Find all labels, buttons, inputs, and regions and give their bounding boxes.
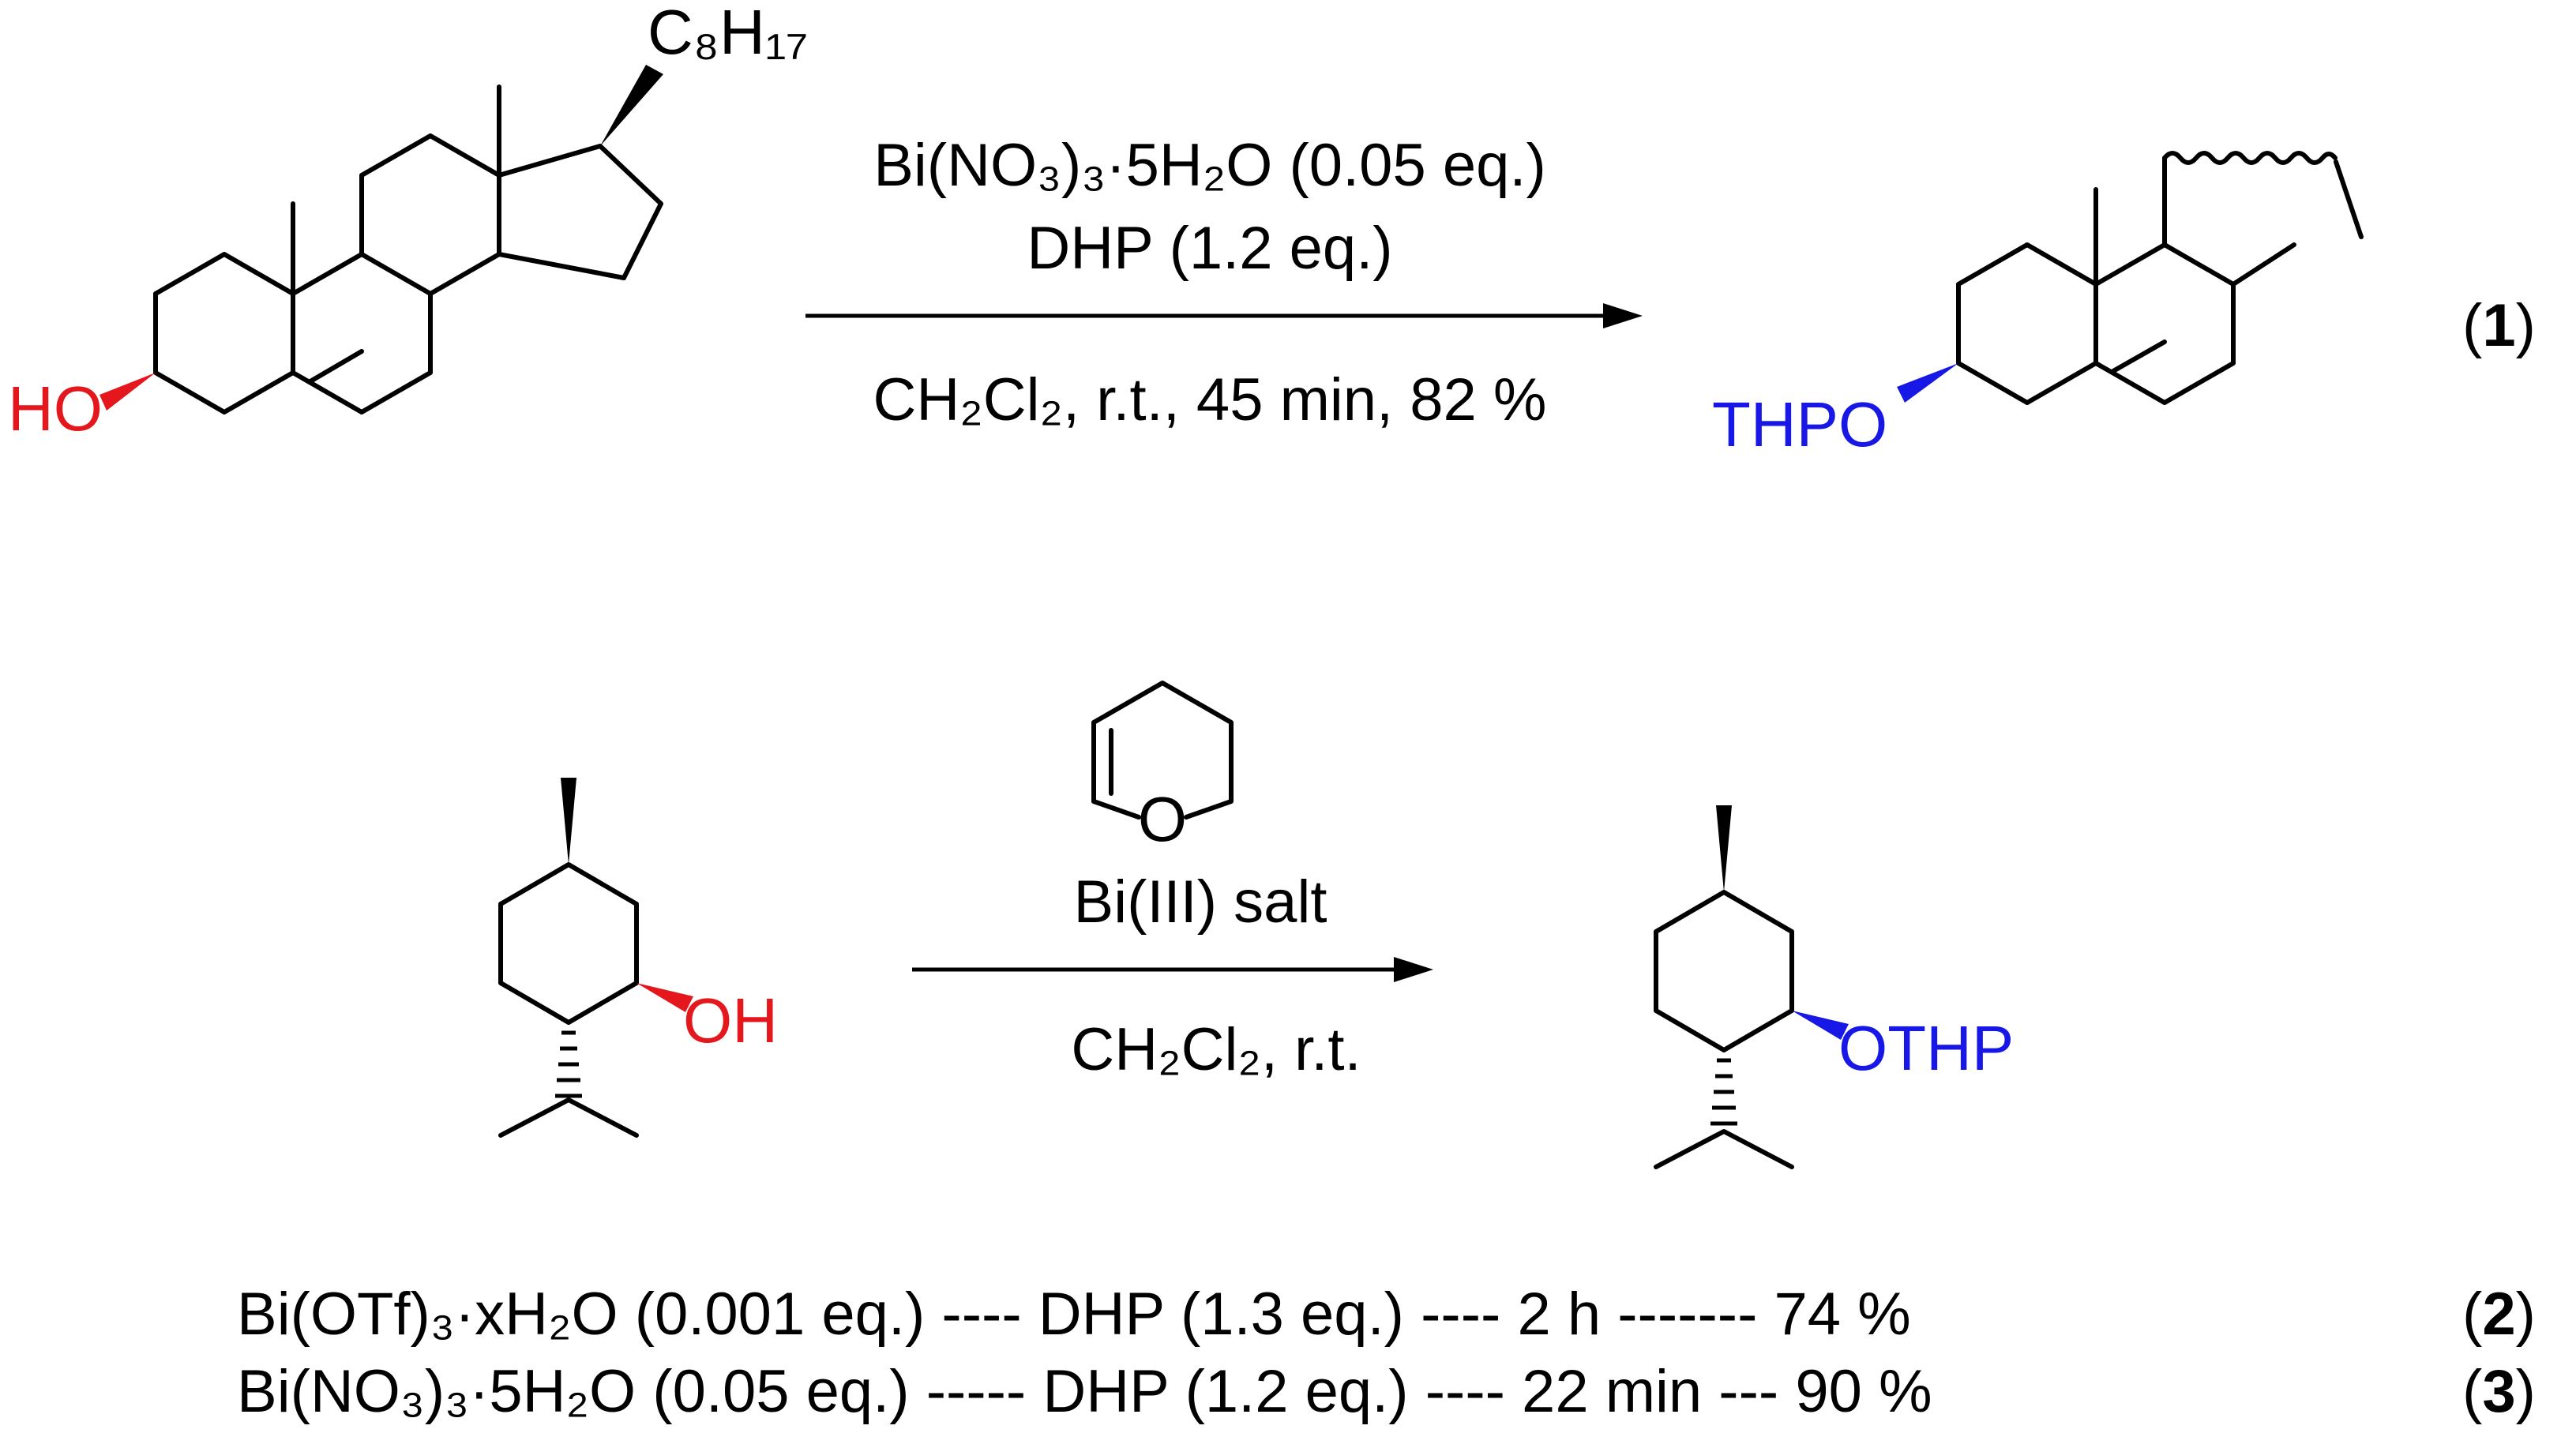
wedge-bond (561, 778, 576, 865)
cholesterol-structure (100, 65, 663, 415)
wedge-bond-blue (1792, 1011, 1849, 1040)
menthol-hydroxyl-label: OH (683, 985, 778, 1056)
wedge-bond-red (636, 983, 693, 1012)
dhp-structure (1091, 681, 1234, 820)
hashed-bond (1710, 1058, 1737, 1126)
thp-steroid-product (1897, 151, 2364, 405)
menthol-structure (498, 778, 693, 1138)
entry-line: Bi(OTf)₃·xH₂O (0.001 eq.) ---- DHP (1.3 … (237, 1281, 1911, 1348)
conditions-1: CH₂Cl₂, r.t., 45 min, 82 % (873, 366, 1546, 433)
wedge-bond (1716, 805, 1732, 892)
menthyl-thp-label: OTHP (1838, 1013, 2014, 1083)
equation-number: (3) (2462, 1358, 2536, 1425)
entry-line: Bi(NO₃)₃·5H₂O (0.05 eq.) ----- DHP (1.2 … (237, 1358, 1932, 1425)
wedge-bond-red (100, 373, 156, 411)
equation-number: (2) (2462, 1281, 2536, 1348)
wedge-bond (600, 65, 663, 146)
hydroxyl-label: HO (8, 373, 103, 444)
reagent-line-2: DHP (1.2 eq.) (1027, 215, 1392, 282)
dhp-oxygen-label: O (1138, 784, 1187, 854)
hashed-bond (555, 1030, 582, 1098)
menthyl-thp-product (1654, 805, 1849, 1169)
thp-ether-label: THPO (1712, 389, 1887, 460)
reaction-arrow-2 (912, 957, 1433, 982)
wedge-bond-blue (1897, 363, 1958, 403)
reaction-arrow-1 (805, 303, 1643, 328)
catalyst-label: Bi(III) salt (1074, 868, 1327, 936)
reagent-line-1: Bi(NO₃)₃·5H₂O (0.05 eq.) (873, 132, 1546, 199)
wavy-bond (2162, 151, 2338, 165)
equation-number-1: (1) (2462, 292, 2536, 359)
conditions-2: CH₂Cl₂, r.t. (1071, 1016, 1361, 1083)
sidechain-label: C₈H₁₇ (648, 0, 808, 67)
